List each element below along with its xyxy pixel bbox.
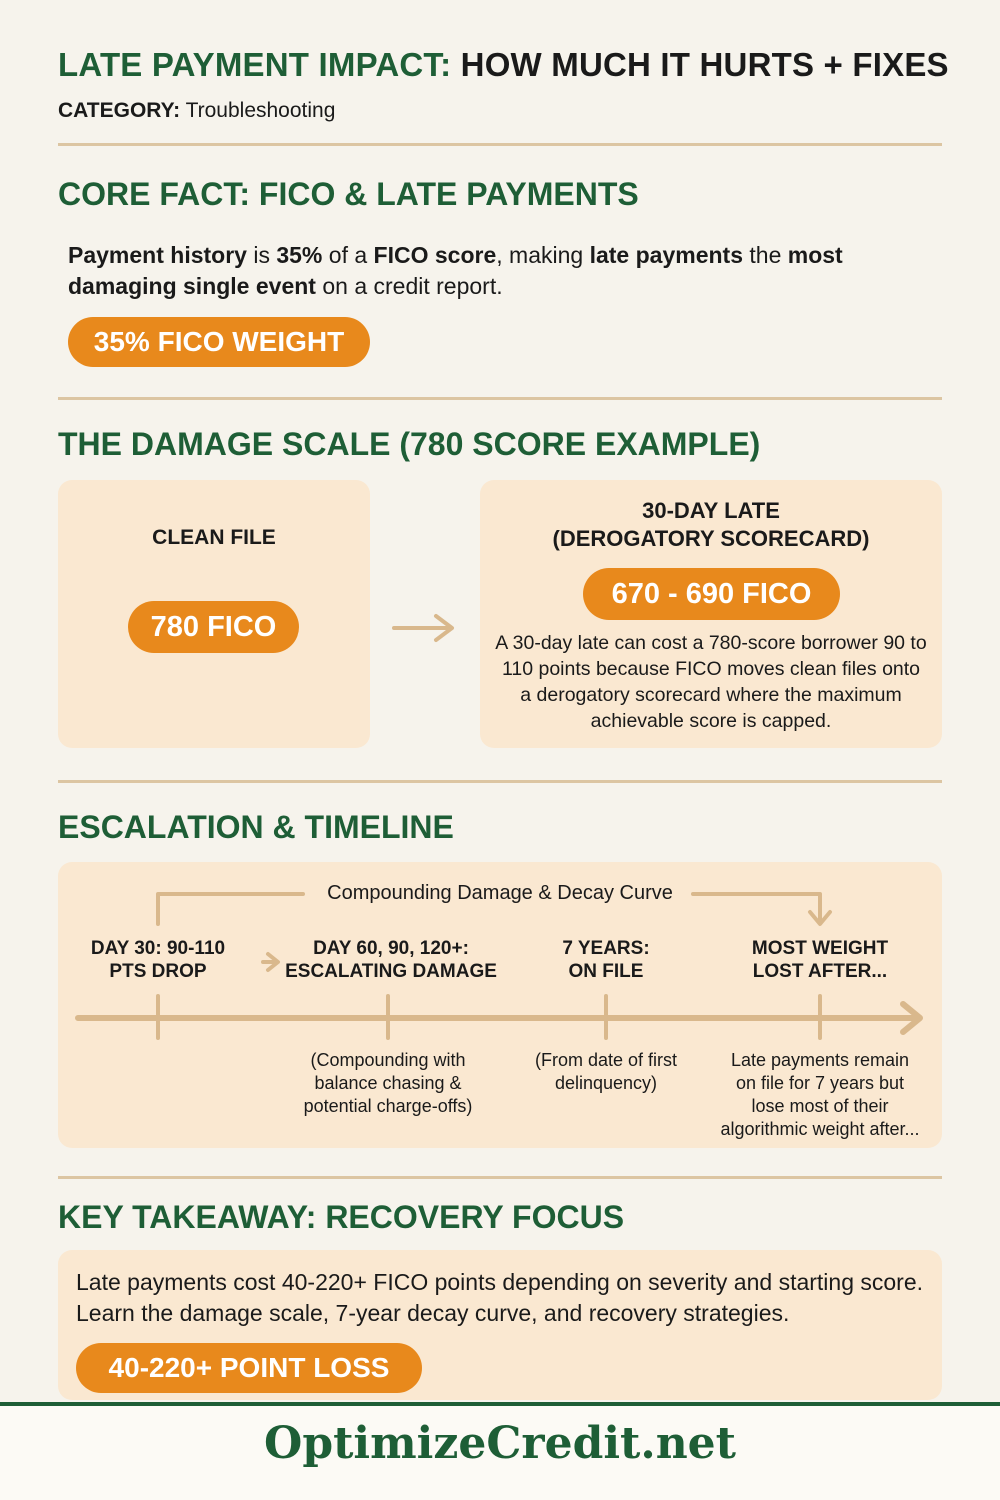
label-line: ESCALATING DAMAGE: [285, 961, 497, 982]
core-fact-heading: CORE FACT: FICO & LATE PAYMENTS: [58, 176, 639, 212]
label-line: LOST AFTER...: [752, 961, 888, 982]
label-line: ON FILE: [568, 961, 644, 982]
divider: [58, 397, 942, 400]
clean-file-panel: CLEAN FILE 780 FICO: [58, 480, 370, 748]
takeaway-heading: KEY TAKEAWAY: RECOVERY FOCUS: [58, 1199, 625, 1235]
timeline-point-label: DAY 60, 90, 120+:ESCALATING DAMAGE: [285, 937, 497, 983]
timeline-panel: Compounding Damage & Decay Curve DAY 30:…: [58, 862, 942, 1148]
timeline-ticks: [156, 994, 822, 1040]
note-line: on file for 7 years but: [735, 1073, 905, 1093]
footer: OptimizeCredit.net: [0, 1402, 1000, 1500]
text-part: , making: [496, 242, 590, 268]
title-rest: HOW MUCH IT HURTS + FIXES: [460, 46, 949, 83]
text-part: late payments: [589, 242, 743, 268]
note-line: balance chasing &: [314, 1073, 462, 1093]
text-part: of a: [322, 242, 374, 268]
label-line: 7 YEARS:: [562, 938, 650, 959]
label-line: DAY 60, 90, 120+:: [313, 938, 469, 959]
timeline-heading: ESCALATION & TIMELINE: [58, 809, 454, 845]
text-part: most damaging single event: [68, 242, 843, 299]
timeline-note: Late payments remain on file for 7 years …: [720, 1049, 919, 1141]
clean-file-title: CLEAN FILE: [152, 526, 276, 549]
label-line: PTS DROP: [109, 961, 207, 982]
timeline-point-label: 7 YEARS:ON FILE: [562, 937, 649, 983]
clean-score-badge: 780 FICO: [128, 601, 299, 653]
curve-bracket-left: [156, 892, 305, 926]
point-loss-badge: 40-220+ POINT LOSS: [76, 1343, 422, 1393]
late-description: A 30-day late can cost a 780-score borro…: [495, 632, 927, 732]
arrow-right-icon: [392, 614, 454, 642]
fico-weight-badge: 35% FICO WEIGHT: [68, 317, 370, 367]
page-title: LATE PAYMENT IMPACT: HOW MUCH IT HURTS +…: [58, 46, 949, 84]
text-part: Payment history: [68, 242, 247, 268]
label-line: DAY 30: 90-110: [90, 938, 226, 959]
step-arrow-icon: [261, 952, 280, 972]
note-line: Late payments remain: [730, 1050, 910, 1070]
text-part: 35%: [276, 242, 323, 268]
curve-label: Compounding Damage & Decay Curve: [327, 882, 673, 904]
note-line: potential charge-offs): [303, 1096, 473, 1116]
note-line: delinquency): [554, 1073, 658, 1093]
note-line: (From date of first: [534, 1050, 678, 1070]
curve-bracket-arrow-icon: [691, 892, 832, 926]
text-part: FICO score: [373, 242, 497, 268]
core-fact-text: Payment history is 35% of a FICO score, …: [68, 240, 928, 302]
category-value: Troubleshooting: [185, 99, 336, 122]
timeline-axis-arrow: [75, 1001, 923, 1035]
damage-scale-heading: THE DAMAGE SCALE (780 SCORE EXAMPLE): [58, 426, 761, 462]
divider: [58, 780, 942, 783]
footer-brand[interactable]: OptimizeCredit.net: [263, 1418, 736, 1469]
divider: [58, 143, 942, 146]
divider: [58, 1176, 942, 1179]
timeline-note: (From date of first delinquency): [535, 1049, 677, 1095]
category-label: CATEGORY:: [58, 99, 181, 122]
text-part: on a credit report.: [315, 273, 503, 299]
text-part: is: [246, 242, 277, 268]
note-line: algorithmic weight after...: [720, 1119, 920, 1139]
late-panel: 30-DAY LATE (DEROGATORY SCORECARD) 670 - …: [480, 480, 942, 748]
takeaway-text: Late payments cost 40-220+ FICO points d…: [76, 1269, 924, 1326]
timeline-note: (Compounding with balance chasing & potent…: [304, 1049, 473, 1118]
note-line: lose most of their: [751, 1096, 889, 1116]
label-line: MOST WEIGHT: [751, 938, 889, 959]
timeline-graphic: [75, 892, 923, 1040]
late-score-badge: 670 - 690 FICO: [583, 568, 840, 620]
takeaway-panel: Late payments cost 40-220+ FICO points d…: [58, 1250, 942, 1400]
late-title: 30-DAY LATE (DEROGATORY SCORECARD): [480, 497, 942, 553]
text-part: the: [743, 242, 788, 268]
note-line: (Compounding with: [310, 1050, 466, 1070]
category: CATEGORY: Troubleshooting: [58, 99, 335, 123]
title-prefix: LATE PAYMENT IMPACT:: [58, 46, 452, 83]
late-title-line: 30-DAY LATE: [642, 498, 780, 523]
late-title-line: (DEROGATORY SCORECARD): [552, 526, 870, 551]
